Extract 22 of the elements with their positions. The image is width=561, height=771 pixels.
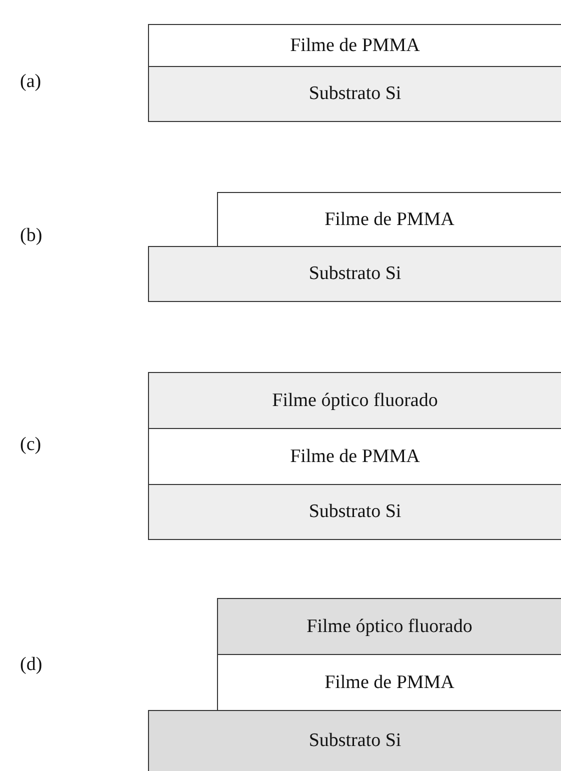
layer-box [148, 246, 561, 302]
layer-label: Filme de PMMA [324, 208, 454, 230]
layer-box [148, 24, 561, 67]
panel-label: (d) [20, 654, 42, 676]
layer-label: Substrato Si [308, 83, 402, 105]
layer-box [148, 484, 561, 540]
layer-label: Substrato Si [308, 501, 402, 523]
panel-label: (a) [20, 71, 42, 93]
layer-box [217, 598, 561, 655]
layer-label: Filme de PMMA [290, 446, 420, 468]
panel-label: (c) [20, 434, 42, 456]
panel-label: (b) [20, 225, 42, 247]
layer-label: Substrato Si [308, 730, 402, 752]
layer-label: Filme de PMMA [290, 34, 420, 56]
layer-box [148, 66, 561, 122]
layer-box [148, 710, 561, 771]
layer-label: Filme de PMMA [324, 672, 454, 694]
layer-box [217, 192, 561, 247]
layer-box [148, 372, 561, 429]
layer-label: Filme óptico fluorado [306, 616, 472, 638]
layer-label: Filme óptico fluorado [272, 390, 438, 412]
layer-label: Substrato Si [308, 263, 402, 285]
